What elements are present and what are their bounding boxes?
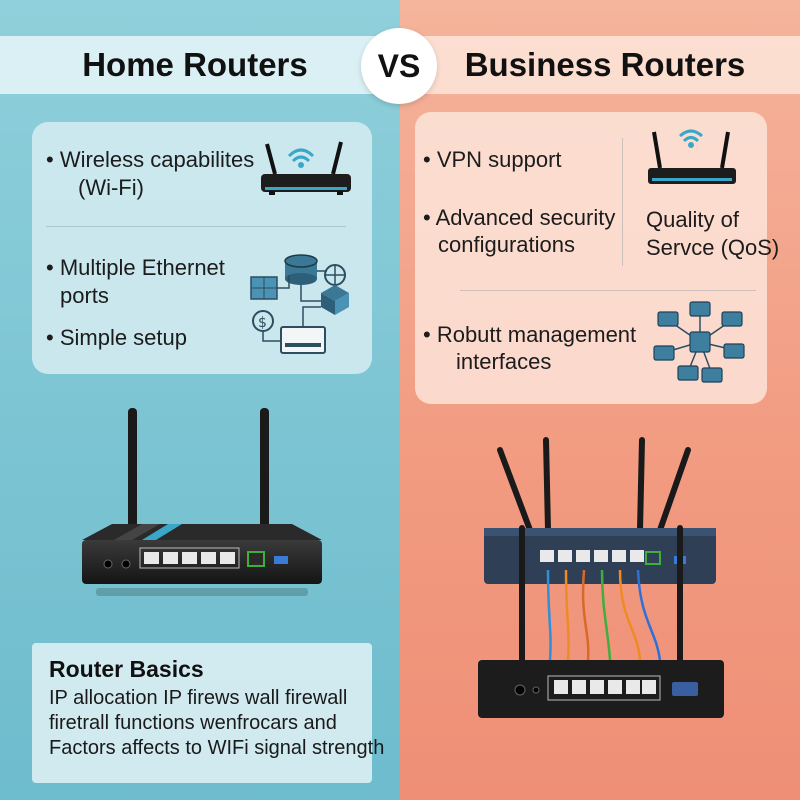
business-router-image <box>478 437 724 718</box>
antenna-right-icon <box>260 408 269 538</box>
server-network-icon <box>653 301 745 383</box>
home-routers-title: Home Routers <box>82 46 308 83</box>
business-feature-1-line1: • VPN support <box>423 147 562 172</box>
home-feature-2-line1: • Multiple Ethernet <box>46 255 225 280</box>
business-features-card <box>415 112 767 404</box>
router-wifi-icon <box>648 129 736 184</box>
business-feature-3-line1: • Robutt management <box>423 322 637 347</box>
business-feature-2-line1: • Advanced security <box>423 205 616 230</box>
router-basics-line-1: IP allocation IP firews wall firewall <box>49 687 348 709</box>
router-basics-line-2: firetrall functions wenfrocars and <box>49 712 337 734</box>
business-card-vertical-divider <box>622 138 623 266</box>
router-basics-box <box>32 643 372 783</box>
qos-line1: Quality of <box>646 207 739 232</box>
antenna-left-icon <box>128 408 137 538</box>
svg-text:$: $ <box>258 315 267 331</box>
vs-badge: VS <box>361 28 437 104</box>
business-card-divider <box>460 290 756 291</box>
home-feature-3-line1: • Simple setup <box>46 325 187 350</box>
network-services-icon: $ <box>250 254 349 354</box>
router-wifi-icon <box>261 141 351 195</box>
home-router-image <box>82 408 322 596</box>
router-basics-title: Router Basics <box>49 656 204 682</box>
home-feature-1-line2: (Wi-Fi) <box>78 175 144 200</box>
home-feature-1-line1: • Wireless capabilites <box>46 147 255 172</box>
business-routers-title: Business Routers <box>464 46 746 83</box>
qos-line2: Servce (QoS) <box>646 235 780 260</box>
router-basics-line-3: Factors affects to WIFi signal strength <box>49 737 385 759</box>
home-card-divider <box>46 226 346 227</box>
business-feature-3-line2: interfaces <box>456 349 552 374</box>
home-feature-2-line2: ports <box>60 283 109 308</box>
business-feature-2-line2: configurations <box>438 232 575 257</box>
